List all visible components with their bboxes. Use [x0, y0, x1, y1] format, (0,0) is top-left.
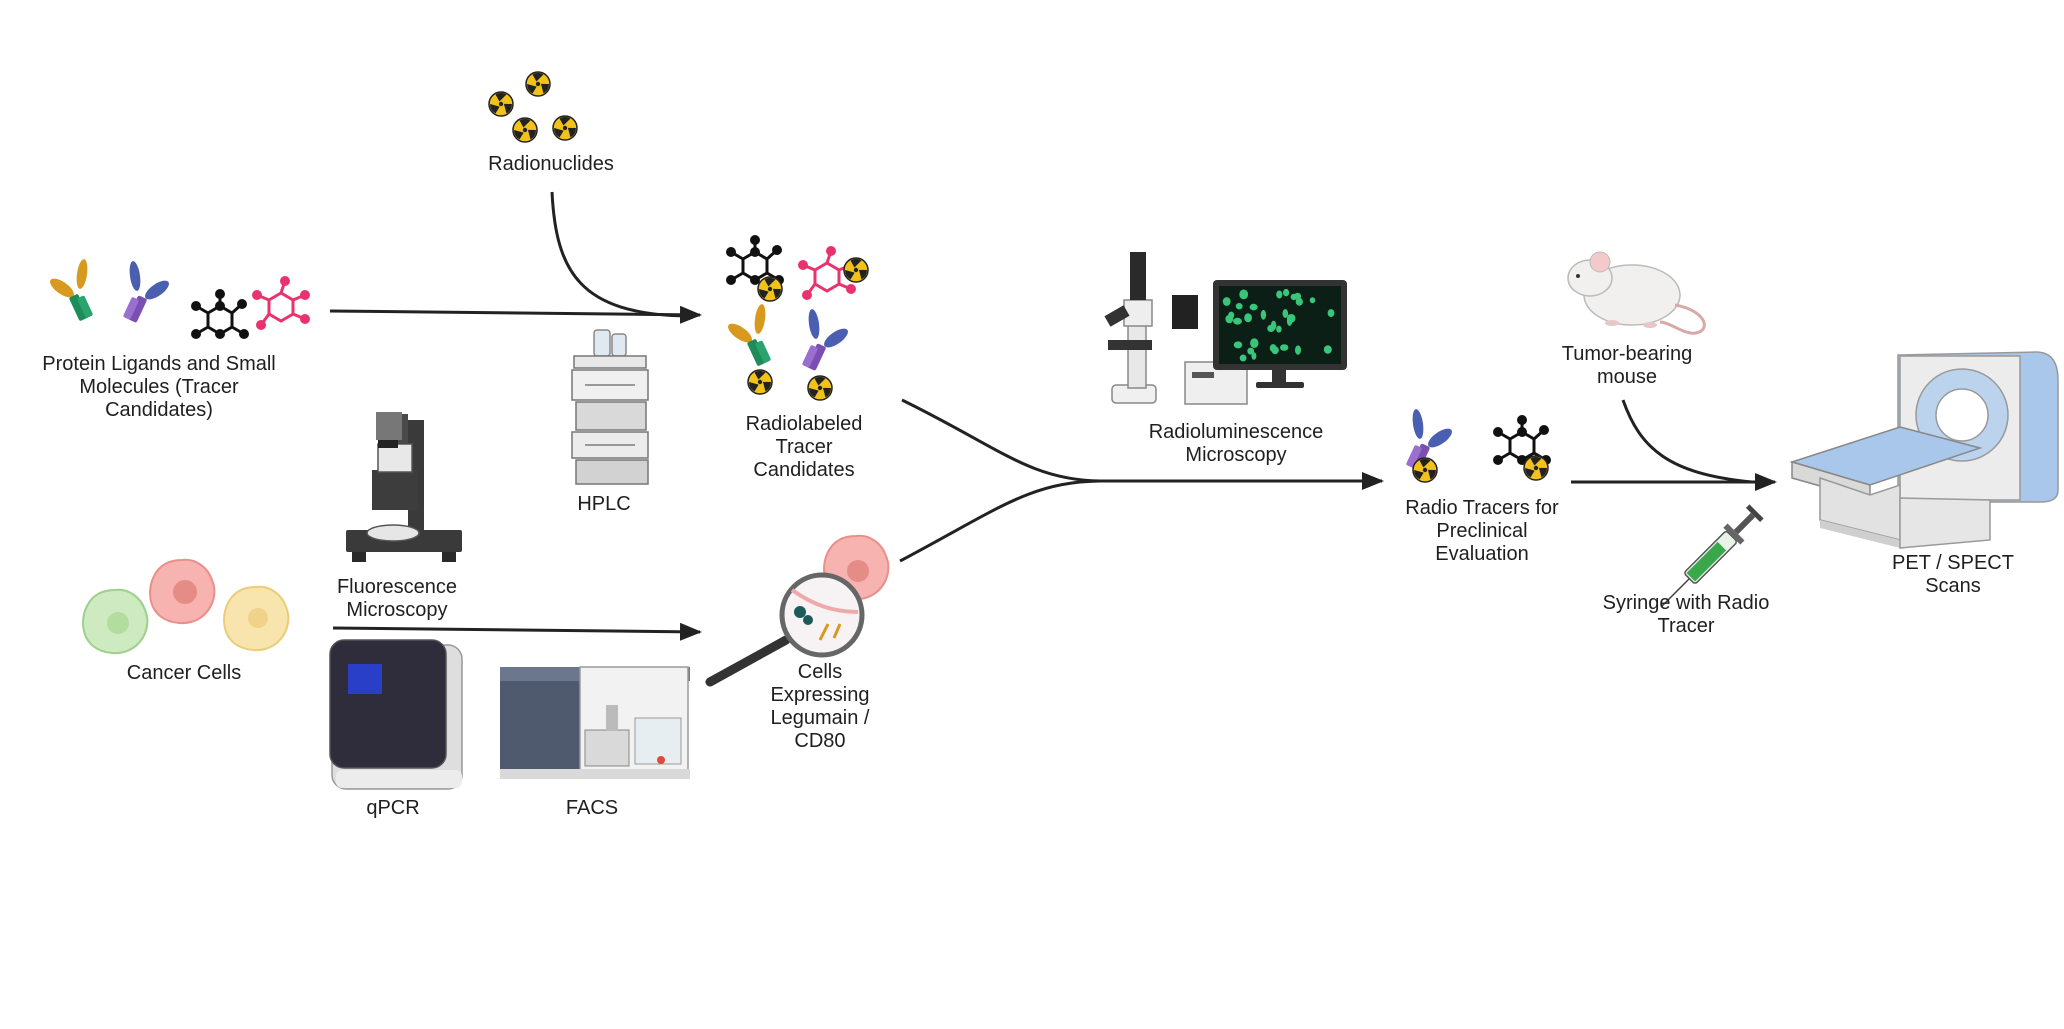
- fluorescent-cell-dot: [1280, 344, 1289, 351]
- label-ligands: Protein Ligands and Small Molecules (Tra…: [42, 353, 276, 421]
- label-radiolabeled: Radiolabeled Tracer Candidates: [745, 413, 863, 481]
- fluorescent-cell-dot: [1240, 290, 1246, 297]
- arrow-radionuclides-curve: [550, 191, 687, 318]
- radio-tracer-icons: [1405, 408, 1551, 483]
- arrow-cells-merge: [899, 479, 1101, 563]
- radiation-icon: [487, 71, 579, 143]
- fluorescent-cell-dot: [1309, 297, 1316, 304]
- fluorescent-cell-dot: [1233, 317, 1242, 325]
- label-radionuclides: Radionuclides: [488, 153, 614, 175]
- mouse-icon: [1567, 251, 1706, 335]
- fluorescent-cell-dot: [1271, 346, 1279, 355]
- fluorescent-cell-dot: [1283, 288, 1290, 297]
- label-qpcr: qPCR: [366, 797, 420, 819]
- arrow-radiolabeled-merge: [901, 398, 1101, 483]
- small-molecule-icon: [191, 276, 310, 339]
- label-cells-expressing: Cells Expressing Legumain / CD80: [770, 661, 870, 752]
- arrow-mouse-curve: [1621, 399, 1753, 484]
- cancer-cell-icon: [82, 558, 290, 655]
- magnifier-icon: [705, 534, 890, 687]
- pet-scanner-icon: [1789, 351, 2059, 549]
- fluorescent-cell-dot: [1249, 303, 1258, 311]
- label-facs: FACS: [565, 797, 619, 819]
- antibody-icon: [47, 258, 172, 323]
- facs-machine-icon: [500, 666, 690, 779]
- label-syringe: Syringe with Radio Tracer: [1602, 592, 1770, 637]
- hplc-icon: [571, 329, 649, 485]
- label-mouse: Tumor-bearing mouse: [1561, 343, 1693, 388]
- fluorescent-cell-dot: [1235, 303, 1243, 310]
- arrows: [329, 191, 1777, 641]
- fluorescent-cell-dot: [1282, 309, 1289, 318]
- fluorescent-cell-dot: [1267, 324, 1275, 332]
- label-radio-tracers: Radio Tracers for Preclinical Evaluation: [1405, 497, 1559, 565]
- label-fluorescence: Fluorescence Microscopy: [336, 576, 458, 621]
- fluorescent-cell-dot: [1247, 347, 1255, 355]
- fluorescent-cell-dot: [1286, 316, 1293, 326]
- fluorescent-cell-dot: [1244, 313, 1252, 323]
- arrow-ligands-to-radiolabeled: [329, 305, 702, 324]
- fluorescent-cell-dot: [1228, 311, 1235, 319]
- fluorescent-cell-dot: [1276, 290, 1283, 299]
- fluorescent-cell-dot: [1233, 341, 1243, 349]
- fluorescent-cell-dot: [1239, 354, 1247, 362]
- fluorescent-cell-dot: [1290, 293, 1298, 301]
- arrow-cancer-to-cells: [332, 622, 702, 641]
- radiolabeled-tracer-icons: [725, 235, 870, 401]
- fluorescent-cell-dot: [1295, 297, 1303, 306]
- fluorescent-cell-dot: [1260, 309, 1267, 320]
- label-cancer-cells: Cancer Cells: [126, 662, 242, 684]
- fluorescent-cell-dot: [1251, 352, 1257, 360]
- fluorescent-cell-dot: [1222, 297, 1231, 306]
- qpcr-machine-icon: [329, 639, 463, 790]
- monitor-icon: [1213, 280, 1347, 388]
- label-hplc: HPLC: [577, 493, 631, 515]
- label-pet: PET / SPECT Scans: [1892, 552, 2014, 597]
- fluorescent-cell-dot: [1250, 338, 1259, 348]
- syringe-icon: [1660, 504, 1764, 608]
- label-radioluminescence: Radioluminescence Microscopy: [1148, 421, 1324, 466]
- fluorescent-cell-dot: [1295, 345, 1301, 355]
- fluorescent-cell-dot: [1323, 345, 1332, 354]
- fluorescent-cell-dot: [1276, 325, 1282, 333]
- fluorescence-microscope-icon: [346, 412, 462, 562]
- fluorescent-cell-dot: [1327, 309, 1335, 318]
